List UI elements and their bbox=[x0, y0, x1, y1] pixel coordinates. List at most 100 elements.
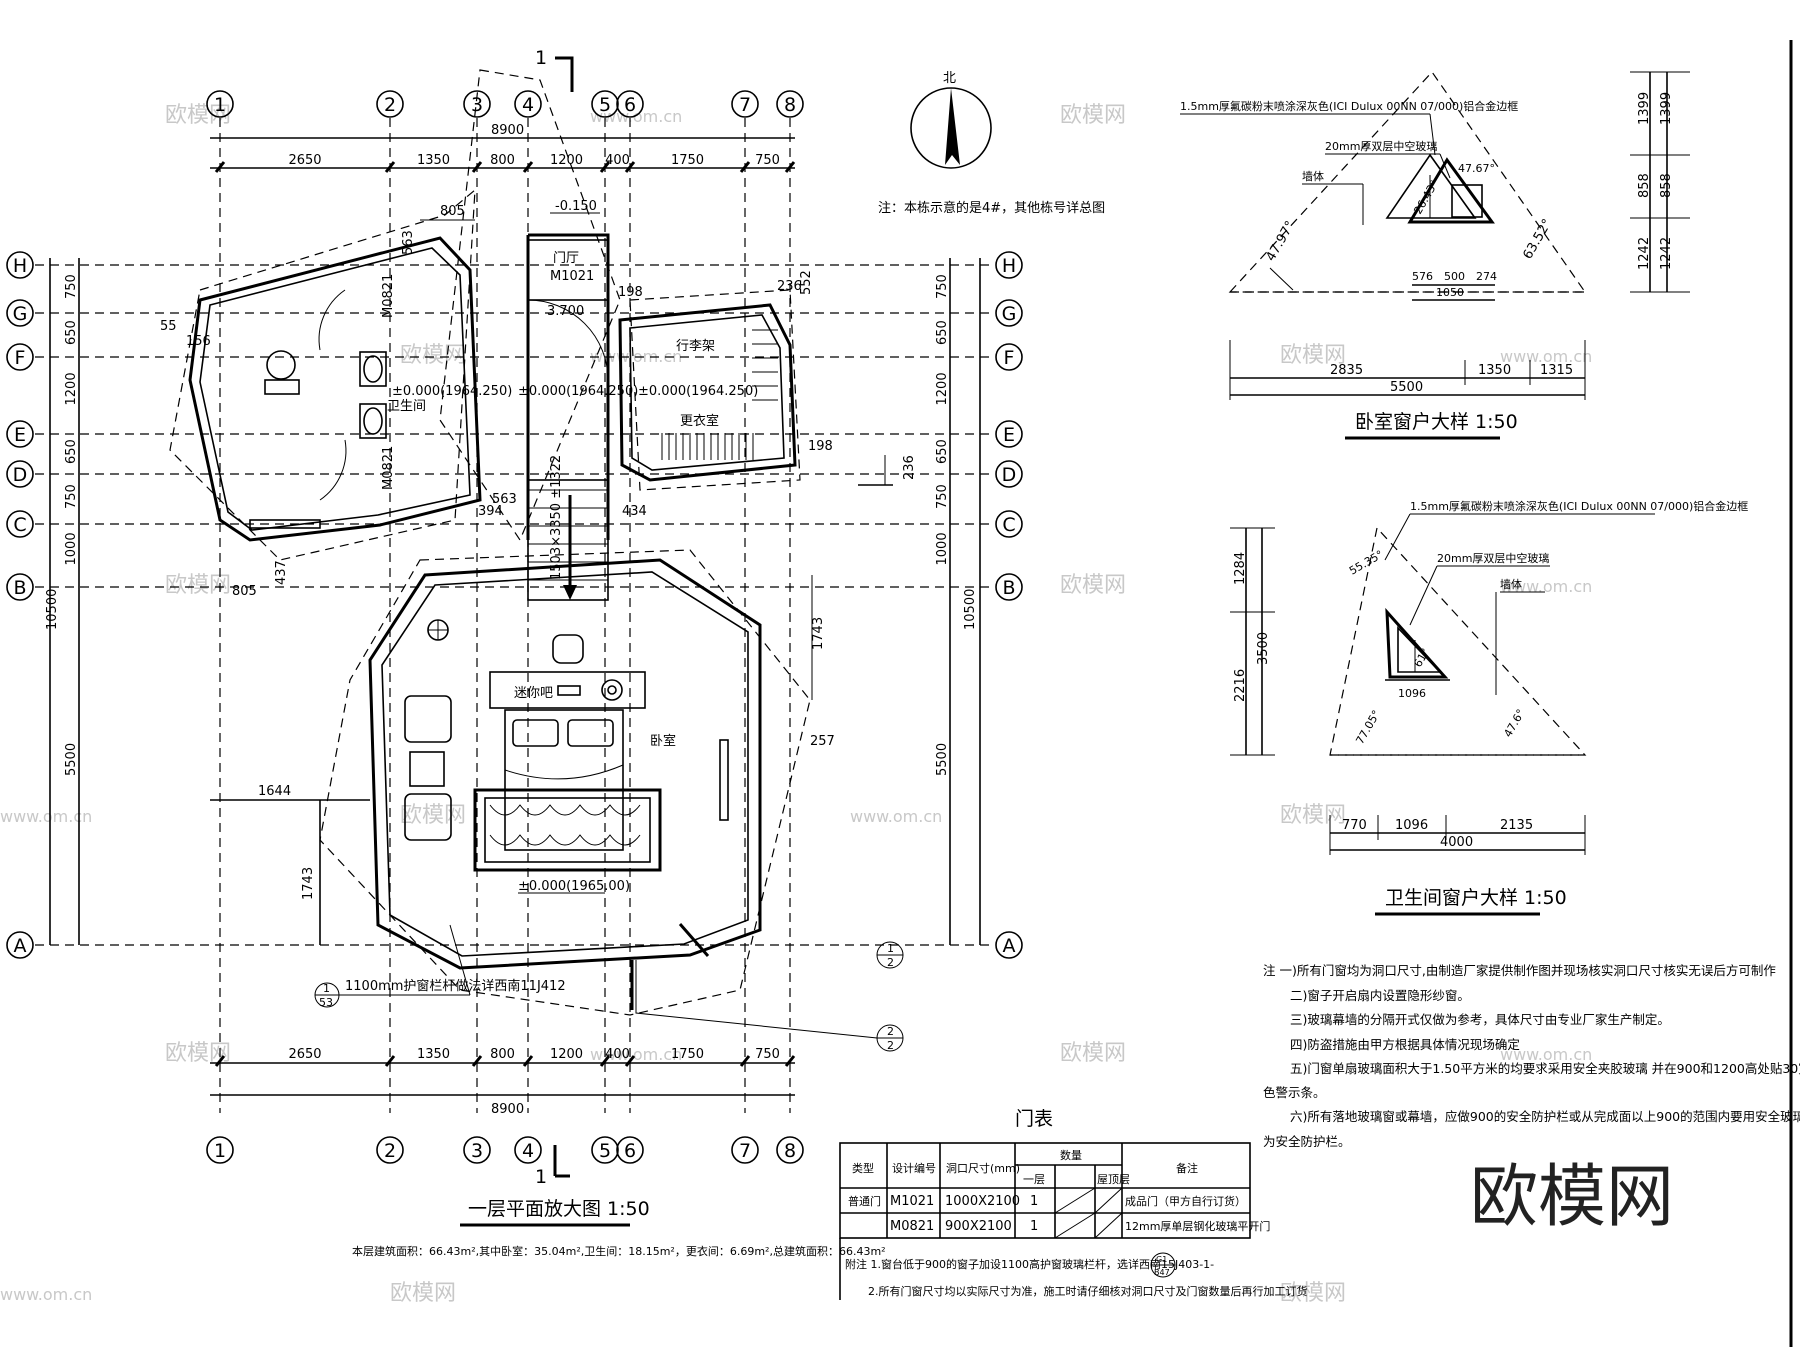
svg-text:61°: 61° bbox=[1411, 646, 1432, 669]
svg-text:www.om.cn: www.om.cn bbox=[590, 1045, 682, 1064]
dim-label: 750 bbox=[935, 484, 950, 509]
svg-text:欧模网: 欧模网 bbox=[1060, 573, 1126, 598]
svg-text:B: B bbox=[1002, 577, 1015, 599]
section-mark-bottom: 1 bbox=[535, 1145, 570, 1188]
svg-text:卫生间窗户大样 1:50: 卫生间窗户大样 1:50 bbox=[1385, 887, 1567, 909]
svg-text:1: 1 bbox=[1030, 1219, 1038, 1234]
svg-text:2: 2 bbox=[887, 956, 894, 969]
svg-text:1: 1 bbox=[535, 1166, 547, 1188]
svg-text:12mm厚单层钢化玻璃平开门: 12mm厚单层钢化玻璃平开门 bbox=[1125, 1219, 1270, 1233]
axis-bubble-3-top: 3 bbox=[463, 90, 491, 118]
dim-label: 5500 bbox=[935, 743, 950, 776]
svg-text:3: 3 bbox=[471, 94, 483, 116]
svg-text:5500: 5500 bbox=[1390, 380, 1423, 395]
svg-text:www.om.cn: www.om.cn bbox=[1500, 347, 1592, 366]
axis-bubble-8-bottom: 8 bbox=[776, 1136, 804, 1164]
dim-label: 2650 bbox=[288, 153, 321, 168]
svg-text:普通门: 普通门 bbox=[848, 1194, 881, 1208]
svg-text:M0821: M0821 bbox=[381, 274, 396, 318]
svg-text:±0.000(1964.250): ±0.000(1964.250) bbox=[518, 384, 638, 399]
svg-text:注 一)所有门窗均为洞口尺寸,由制造厂家提供制作图并现场核实: 注 一)所有门窗均为洞口尺寸,由制造厂家提供制作图并现场核实洞口尺寸核实无误后方… bbox=[1263, 963, 1776, 978]
svg-text:20mm厚双层中空玻璃: 20mm厚双层中空玻璃 bbox=[1437, 551, 1549, 565]
svg-text:770: 770 bbox=[1342, 818, 1367, 833]
dim-label: 650 bbox=[64, 439, 79, 464]
svg-text:1: 1 bbox=[1030, 1194, 1038, 1209]
axis-bubble-B-right: B bbox=[995, 573, 1023, 601]
svg-text:屋顶层: 屋顶层 bbox=[1097, 1173, 1130, 1186]
svg-text:8900: 8900 bbox=[491, 1102, 524, 1117]
svg-text:1.5mm厚氟碳粉末喷涂深灰色(ICI Dulux 00NN: 1.5mm厚氟碳粉末喷涂深灰色(ICI Dulux 00NN 07/000)铝合… bbox=[1410, 499, 1748, 513]
svg-text:55.35°: 55.35° bbox=[1347, 548, 1386, 578]
axis-bubble-G-right: G bbox=[995, 299, 1023, 327]
svg-text:47.97°: 47.97° bbox=[1263, 219, 1298, 264]
svg-text:H: H bbox=[1002, 255, 1016, 277]
svg-text:A: A bbox=[14, 935, 27, 957]
svg-text:www.om.cn: www.om.cn bbox=[590, 107, 682, 126]
axis-bubble-4-top: 4 bbox=[514, 90, 542, 118]
svg-text:M0821: M0821 bbox=[381, 446, 396, 490]
svg-text:20mm厚双层中空玻璃: 20mm厚双层中空玻璃 bbox=[1325, 139, 1437, 153]
svg-text:1350: 1350 bbox=[1478, 363, 1511, 378]
svg-text:www.om.cn: www.om.cn bbox=[0, 1285, 92, 1304]
svg-text:8: 8 bbox=[784, 94, 796, 116]
axis-bubble-B-left: B bbox=[6, 573, 34, 601]
svg-text:1000X2100: 1000X2100 bbox=[945, 1194, 1020, 1209]
svg-text:1315: 1315 bbox=[1540, 363, 1573, 378]
svg-text:1503×3350 ±1322: 1503×3350 ±1322 bbox=[549, 455, 564, 580]
misc-dimensions: 805 563 55 156 437 805 236 552 198 198 2… bbox=[160, 204, 917, 945]
axis-bubble-4-bottom: 4 bbox=[514, 1136, 542, 1164]
svg-text:为安全防护栏。: 为安全防护栏。 bbox=[1263, 1134, 1351, 1149]
note-top: 注：本栋示意的是4#，其他栋号详总图 bbox=[878, 200, 1105, 216]
svg-text:卫生间: 卫生间 bbox=[387, 399, 426, 414]
svg-text:迷你吧: 迷你吧 bbox=[514, 686, 553, 701]
section-mark-top: 1 bbox=[535, 47, 574, 92]
svg-text:欧模网: 欧模网 bbox=[1280, 803, 1346, 828]
dim-label: 400 bbox=[605, 153, 630, 168]
svg-text:4000: 4000 bbox=[1440, 835, 1473, 850]
svg-text:六)所有落地玻璃窗或幕墙，应做900的安全防护栏或从完成面以: 六)所有落地玻璃窗或幕墙，应做900的安全防护栏或从完成面以上900的范围内要用… bbox=[1290, 1109, 1800, 1124]
svg-text:±0.000(1965.00): ±0.000(1965.00) bbox=[518, 879, 630, 894]
svg-text:墙体: 墙体 bbox=[1302, 169, 1324, 183]
svg-text:1644: 1644 bbox=[258, 784, 291, 799]
dim-label: 800 bbox=[490, 153, 515, 168]
svg-text:门表: 门表 bbox=[1015, 1108, 1053, 1130]
svg-text:欧模网: 欧模网 bbox=[1060, 103, 1126, 128]
room-labels: 门厅 M1021 -0.150 3.700 行李架 更衣室 卫生间 M0821 … bbox=[381, 199, 758, 894]
svg-text:156: 156 bbox=[186, 334, 211, 349]
svg-text:6: 6 bbox=[624, 94, 636, 116]
svg-text:437: 437 bbox=[274, 560, 289, 585]
svg-text:二)窗子开启扇内设置隐形纱窗。: 二)窗子开启扇内设置隐形纱窗。 bbox=[1290, 988, 1470, 1003]
svg-text:F: F bbox=[1004, 347, 1015, 369]
svg-text:3: 3 bbox=[471, 1140, 483, 1162]
svg-text:±0.000(1964.250): ±0.000(1964.250) bbox=[638, 384, 758, 399]
svg-text:www.om.cn: www.om.cn bbox=[850, 807, 942, 826]
svg-text:1: 1 bbox=[323, 982, 330, 995]
svg-text:欧模网: 欧模网 bbox=[400, 803, 466, 828]
svg-text:2: 2 bbox=[887, 1039, 894, 1052]
door-schedule: 门表 类型 设计编号 洞口尺寸(mm) 数量 备注 一层 屋顶层 普通门 M10… bbox=[839, 1108, 1308, 1300]
dim-label: 750 bbox=[755, 153, 780, 168]
svg-text:2: 2 bbox=[887, 1025, 894, 1038]
svg-text:B: B bbox=[13, 577, 26, 599]
general-notes: 注 一)所有门窗均为洞口尺寸,由制造厂家提供制作图并现场核实洞口尺寸核实无误后方… bbox=[1263, 963, 1800, 1149]
plan-title: 一层平面放大图 1:50 bbox=[468, 1198, 650, 1220]
axis-bubble-6-bottom: 6 bbox=[616, 1136, 644, 1164]
dim-label: 750 bbox=[64, 274, 79, 299]
dim-label: 750 bbox=[935, 274, 950, 299]
svg-text:2835: 2835 bbox=[1330, 363, 1363, 378]
svg-text:欧模网: 欧模网 bbox=[400, 343, 466, 368]
svg-text:卧室: 卧室 bbox=[650, 733, 676, 749]
svg-text:欧模网: 欧模网 bbox=[165, 573, 231, 598]
svg-text:四)防盗措施由甲方根据具体情况现场确定: 四)防盗措施由甲方根据具体情况现场确定 bbox=[1290, 1037, 1520, 1052]
axis-bubble-C-right: C bbox=[995, 510, 1023, 538]
svg-text:欧模网: 欧模网 bbox=[1060, 1041, 1126, 1066]
svg-text:10500: 10500 bbox=[45, 589, 60, 630]
svg-text:552: 552 bbox=[799, 270, 814, 295]
dim-label: 650 bbox=[64, 320, 79, 345]
svg-text:1399: 1399 bbox=[1637, 92, 1652, 125]
dim-label: 1750 bbox=[671, 1047, 704, 1062]
axis-bubble-1-top: 1 bbox=[206, 90, 234, 118]
